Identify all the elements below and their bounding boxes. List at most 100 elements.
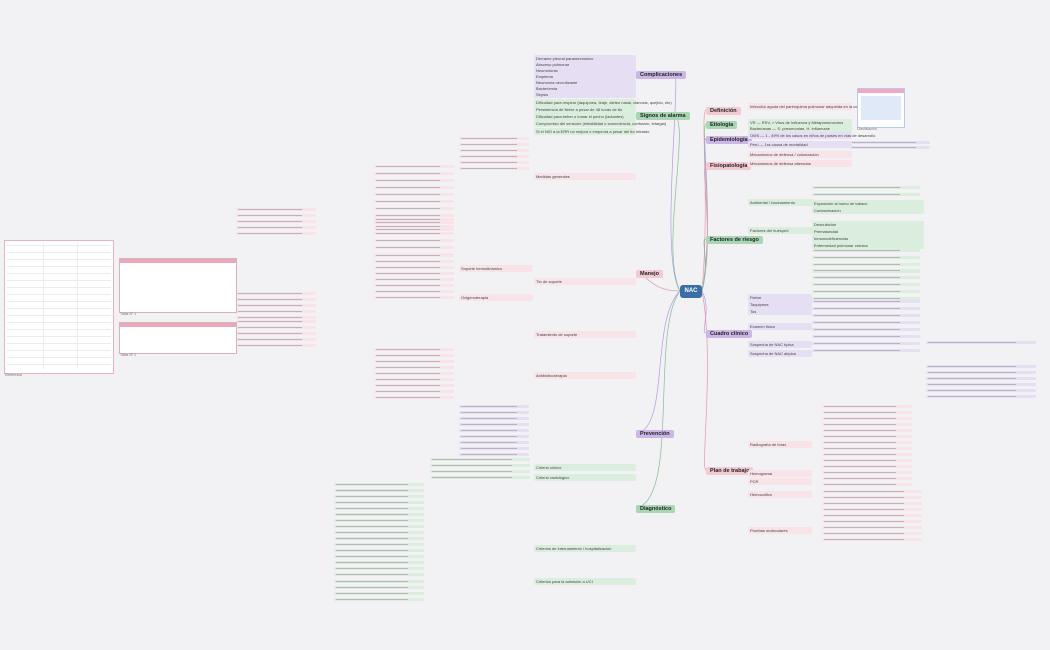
text-placeholder-line	[814, 284, 901, 285]
node-cc-examen[interactable]: Examen físico	[748, 323, 812, 330]
branch-etiologia[interactable]: Etiología	[706, 121, 738, 129]
node-necrotizante[interactable]: Neumonía necrotizante	[534, 79, 636, 86]
node-fr-contaminacion[interactable]: Contaminación	[812, 207, 924, 214]
text-placeholder-line	[238, 227, 302, 228]
text-placeholder-line	[814, 270, 901, 271]
text-placeholder-line	[928, 372, 1016, 373]
node-empiema[interactable]: Empiema	[534, 73, 636, 80]
node-etiologia-bact[interactable]: Bacterianas — S. pneumoniae, H. influenz…	[748, 125, 852, 132]
text-placeholder-line	[336, 587, 408, 588]
node-fr-ambiental[interactable]: Ambiental / hacinamiento	[748, 199, 814, 206]
text-placeholder-line	[336, 538, 408, 539]
node-tto-soporte[interactable]: Tto de soporte	[534, 278, 636, 285]
central-topic[interactable]: NAC	[680, 285, 702, 298]
node-no-mejora[interactable]: Si el NIO a la ERR no mejora o empeora a…	[534, 128, 650, 135]
text-placeholder-line	[376, 291, 440, 292]
branch-prevencion[interactable]: Prevención	[636, 430, 674, 438]
node-fr-prematuridad[interactable]: Prematuridad	[812, 228, 924, 235]
text-placeholder-line	[238, 317, 302, 318]
node-absceso[interactable]: Absceso pulmonar	[534, 61, 636, 68]
node-dificultad-respirar[interactable]: Dificultad para respirar (taquipnea, tir…	[534, 99, 672, 106]
table-grid-line	[7, 322, 111, 323]
node-cc-taquipnea[interactable]: Taquipnea	[748, 301, 812, 308]
node-pt-pcr[interactable]: PCR	[748, 478, 812, 485]
node-criterios-uci[interactable]: Criterios para la admisión a UCI	[534, 578, 636, 585]
node-criterios-internamiento[interactable]: Criterios de internamiento / hospitaliza…	[534, 545, 636, 552]
node-fr-inmuno[interactable]: Inmunodeficiencias	[812, 235, 924, 242]
node-pt-rx[interactable]: Radiografía de tórax	[748, 441, 812, 448]
text-placeholder-line	[336, 581, 408, 582]
text-placeholder-line	[376, 279, 440, 280]
branch-fisiopatologia[interactable]: Fisiopatología	[706, 162, 752, 170]
node-cc-atipica[interactable]: Sospecha de NAC atípica	[748, 350, 812, 357]
text-placeholder-line	[376, 219, 440, 220]
text-placeholder-line	[432, 465, 512, 466]
text-placeholder-line	[376, 215, 440, 216]
node-criterio-radiologico[interactable]: Criterio radiológico	[534, 474, 636, 481]
text-placeholder-line	[376, 226, 440, 227]
node-definicion-text[interactable]: Infección aguda del parénquima pulmonar …	[748, 103, 873, 110]
table-grid-line	[7, 252, 111, 253]
text-placeholder-line	[814, 301, 901, 302]
text-placeholder-line	[376, 297, 440, 298]
text-placeholder-line	[336, 520, 408, 521]
text-placeholder-line	[376, 187, 440, 188]
node-fr-huesped[interactable]: Factores del huésped	[748, 227, 814, 234]
node-tratamiento-soporte[interactable]: Tratamiento de soporte	[534, 331, 636, 338]
node-medidas-generales[interactable]: Medidas generales	[534, 173, 636, 180]
branch-complicaciones[interactable]: Complicaciones	[636, 71, 687, 79]
node-cc-fiebre[interactable]: Fiebre	[748, 294, 812, 301]
node-pt-hemocultivo[interactable]: Hemocultivo	[748, 491, 812, 498]
node-fr-tabaco[interactable]: Exposición al humo de tabaco	[812, 200, 924, 207]
node-cc-tos[interactable]: Tos	[748, 308, 812, 315]
node-fr-desnutricion[interactable]: Desnutrición	[812, 221, 924, 228]
table-grid-column	[43, 243, 44, 369]
branch-cuadro-clinico[interactable]: Cuadro clínico	[706, 330, 753, 338]
text-placeholder-line	[824, 412, 896, 413]
embedded-image-1	[119, 258, 237, 313]
branch-factores-riesgo[interactable]: Factores de riesgo	[706, 236, 763, 244]
branch-signos-alarma[interactable]: Signos de alarma	[636, 112, 690, 120]
text-placeholder-line	[461, 430, 517, 431]
node-bacteriemia[interactable]: Bacteriemia	[534, 85, 636, 92]
node-etiologia-vr[interactable]: VR — RSV, > Virus de Influenza y Metapne…	[748, 119, 852, 126]
reference-table	[4, 240, 114, 374]
node-antibioticoterapia[interactable]: Antibioticoterapia	[534, 372, 636, 379]
text-placeholder-line	[814, 257, 901, 258]
text-placeholder-line	[824, 436, 896, 437]
branch-definicion[interactable]: Definición	[706, 107, 741, 115]
branch-diagnostico[interactable]: Diagnóstico	[636, 505, 676, 513]
branch-manejo[interactable]: Manejo	[636, 270, 663, 278]
text-placeholder-line	[336, 484, 408, 485]
node-oxigenoterapia[interactable]: Oxigenoterapia	[459, 294, 533, 301]
node-derrame[interactable]: Derrame pleural paraneumónico	[534, 55, 636, 62]
node-pt-hemograma[interactable]: Hemograma	[748, 470, 812, 477]
text-placeholder-line	[376, 229, 440, 230]
node-pt-moleculares[interactable]: Pruebas moleculares	[748, 527, 812, 534]
text-placeholder-line	[376, 361, 440, 362]
table-grid-line	[7, 280, 111, 281]
node-fr-epc[interactable]: Enfermedad pulmonar crónica	[812, 242, 924, 249]
text-placeholder-line	[376, 208, 440, 209]
text-placeholder-line	[461, 412, 517, 413]
node-sepsis[interactable]: Sepsis	[534, 91, 636, 98]
node-dificultad-beber[interactable]: Dificultad para beber o tomar el pecho (…	[534, 113, 636, 120]
text-placeholder-line	[376, 355, 440, 356]
branch-epidemiologia[interactable]: Epidemiología	[706, 136, 752, 144]
text-placeholder-line	[824, 472, 896, 473]
text-placeholder-line	[376, 240, 440, 241]
node-fisio-defensa[interactable]: Mecanismos de defensa / colonización	[748, 151, 852, 158]
node-epi-peru[interactable]: Perú — 1ra causa de mortalidad	[748, 141, 852, 148]
node-fiebre-persistente[interactable]: Persistencia de fiebre a pesar de 48 hor…	[534, 106, 636, 113]
text-placeholder-line	[824, 454, 896, 455]
text-placeholder-line	[238, 345, 302, 346]
node-epi-oms[interactable]: OMS — 1 - 49% de los casos en niños de p…	[748, 132, 876, 139]
node-criterio-clinico[interactable]: Criterio clínico	[534, 464, 636, 471]
node-soporte-hemodinamico[interactable]: Soporte hemodinámico	[459, 265, 533, 272]
node-cc-tipica[interactable]: Sospecha de NAC típica	[748, 341, 812, 348]
node-fisio-alterados[interactable]: Mecanismos de defensa alterados	[748, 160, 852, 167]
branch-plan-trabajo[interactable]: Plan de trabajo	[706, 467, 754, 475]
node-neumotorax[interactable]: Neumotórax	[534, 67, 636, 74]
table-grid-line	[7, 273, 111, 274]
node-compromiso-sensorio[interactable]: Compromiso del sensorio (irritabilidad o…	[534, 120, 667, 127]
